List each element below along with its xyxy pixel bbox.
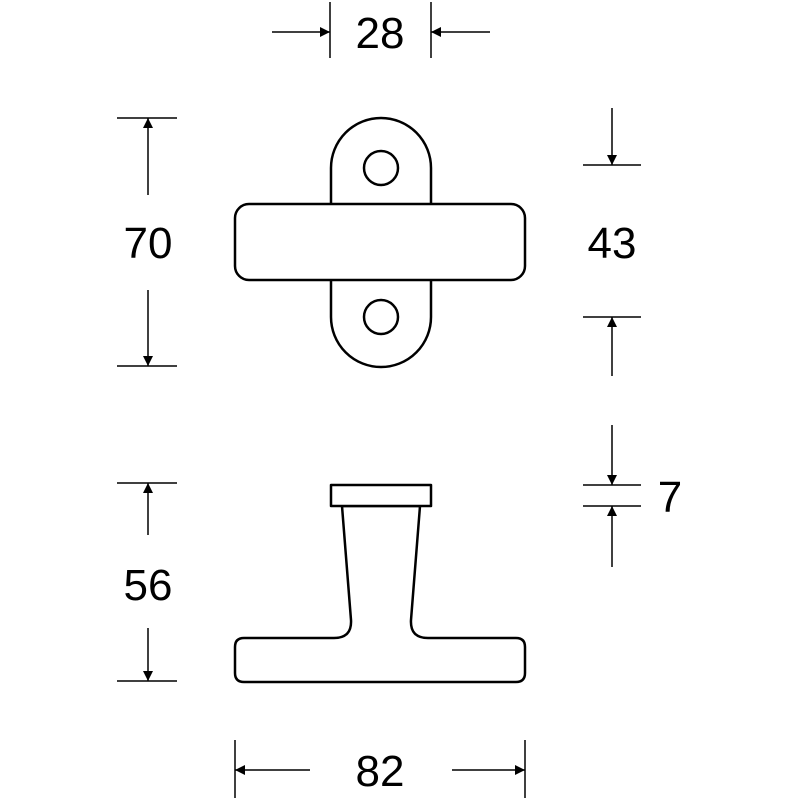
- dimension-label-70: 70: [124, 219, 173, 268]
- dimension-overall-height: 70: [117, 117, 177, 367]
- upper-screw-hole: [362, 149, 400, 187]
- dimension-label-82: 82: [356, 747, 405, 796]
- dimension-bar-height: 43: [583, 108, 641, 376]
- dimension-depth: 56: [117, 482, 177, 682]
- dimension-label-28: 28: [356, 9, 405, 58]
- dimension-label-43: 43: [588, 219, 637, 268]
- handle-side-profile: [233, 504, 527, 684]
- dimension-label-7: 7: [658, 473, 682, 522]
- front-view: [233, 116, 527, 369]
- dimension-base-thickness: 7: [583, 425, 682, 567]
- dimension-top-width: 28: [272, 2, 490, 58]
- dimension-label-56: 56: [124, 561, 173, 610]
- side-view: [233, 483, 527, 684]
- handle-bar: [233, 202, 527, 282]
- rosette-plate: [329, 483, 433, 508]
- lower-screw-hole: [362, 298, 400, 336]
- dimension-overall-width: 82: [234, 740, 526, 798]
